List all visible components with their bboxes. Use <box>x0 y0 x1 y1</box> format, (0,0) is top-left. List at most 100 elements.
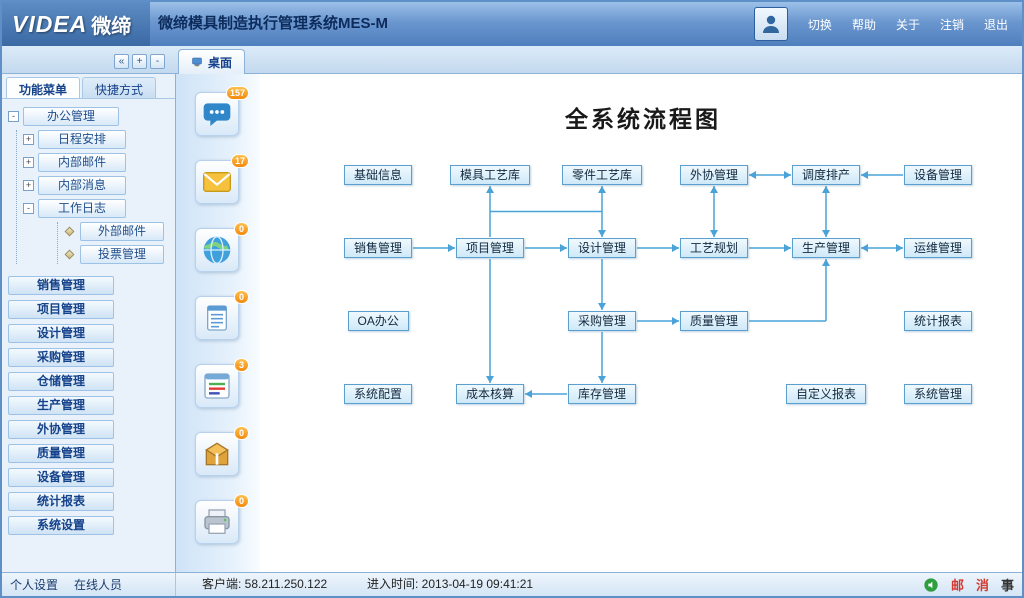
sidebar-section[interactable]: 设计管理 <box>8 324 114 343</box>
flow-node: 零件工艺库 <box>562 165 643 185</box>
flow-node: 销售管理 <box>344 238 413 258</box>
personal-settings-link[interactable]: 个人设置 <box>10 578 59 592</box>
user-avatar[interactable] <box>754 7 788 41</box>
flowchart-arrows <box>413 171 903 398</box>
sidebar-section[interactable]: 生产管理 <box>8 396 114 415</box>
dock-item[interactable]: 17 <box>195 154 249 206</box>
badge-count: 3 <box>234 358 249 372</box>
flow-node: 运维管理 <box>904 238 973 258</box>
tree-row: + 内部邮件 <box>23 153 175 172</box>
tree-expander-icon[interactable]: + <box>23 134 34 145</box>
globe-icon <box>195 228 239 272</box>
tree-row: 外部邮件 <box>64 222 175 241</box>
logo-videa-text: VIDEA <box>12 10 88 37</box>
diamond-bullet-icon <box>64 249 75 260</box>
status-flag[interactable]: 事 <box>1000 578 1014 593</box>
sidebar-section[interactable]: 统计报表 <box>8 492 114 511</box>
sidebar-section[interactable]: 销售管理 <box>8 276 114 295</box>
sidebar-section[interactable]: 项目管理 <box>8 300 114 319</box>
tree-row: 投票管理 <box>64 245 175 264</box>
flow-node: 质量管理 <box>680 311 749 331</box>
sidebar-section[interactable]: 仓储管理 <box>8 372 114 391</box>
tree-expander-icon[interactable]: - <box>8 111 19 122</box>
flow-node: 工艺规划 <box>680 238 749 258</box>
flow-node: 系统管理 <box>904 384 973 404</box>
online-users-link[interactable]: 在线人员 <box>74 578 123 592</box>
collapse-all-button[interactable]: - <box>150 54 165 69</box>
flow-node: OA办公 <box>347 311 409 331</box>
dock-item[interactable]: 0 <box>195 494 249 546</box>
header-link[interactable]: 切换 <box>807 17 832 32</box>
flow-node: 统计报表 <box>904 311 973 331</box>
flow-node: 库存管理 <box>568 384 637 404</box>
tab-desktop[interactable]: 桌面 <box>178 49 246 74</box>
header-bar: VIDEA 微缔 微缔模具制造执行管理系统MES-M 切换 帮助 关于 注销 退出 <box>2 2 1022 46</box>
flow-node: 系统配置 <box>344 384 413 404</box>
sidebar-item[interactable]: 投票管理 <box>80 245 164 264</box>
sidebar-item[interactable]: 外部邮件 <box>80 222 164 241</box>
flow-node: 基础信息 <box>344 165 413 185</box>
app-title: 微缔模具制造执行管理系统MES-M <box>158 15 388 32</box>
flowchart-nodes: 基础信息模具工艺库零件工艺库外协管理调度排产设备管理销售管理项目管理设计管理工艺… <box>260 74 1022 572</box>
status-right-panel: 邮消事 <box>923 573 1014 596</box>
desktop-tab-icon <box>192 57 202 67</box>
flow-node: 外协管理 <box>680 165 749 185</box>
badge-count: 0 <box>234 290 249 304</box>
tree-row: + 日程安排 <box>23 130 175 149</box>
dock-item[interactable]: 0 <box>195 290 249 342</box>
badge-count: 17 <box>230 154 249 168</box>
badge-count: 0 <box>234 222 249 236</box>
sidebar-section[interactable]: 外协管理 <box>8 420 114 439</box>
tree-expander-icon[interactable]: + <box>23 157 34 168</box>
tree-row-office: - 办公管理 <box>8 107 175 126</box>
status-left-panel: 个人设置 在线人员 <box>2 573 176 596</box>
sidebar-item[interactable]: 内部邮件 <box>38 153 126 172</box>
mail-icon <box>195 160 239 204</box>
tab-strip: « + - 桌面 <box>2 46 1022 74</box>
person-icon <box>763 15 779 33</box>
sidebar-item-office[interactable]: 办公管理 <box>23 107 119 126</box>
status-flag[interactable]: 邮 <box>950 578 964 593</box>
header-link[interactable]: 退出 <box>983 17 1008 32</box>
client-ip-text: 客户端: 58.211.250.122 <box>202 577 328 591</box>
sidebar-item[interactable]: 日程安排 <box>38 130 126 149</box>
checklist-icon <box>195 364 239 408</box>
sidebar-section[interactable]: 设备管理 <box>8 468 114 487</box>
expand-all-button[interactable]: + <box>132 54 147 69</box>
header-link[interactable]: 关于 <box>895 17 920 32</box>
sidebar-item[interactable]: 工作日志 <box>38 199 126 218</box>
sidebar-section[interactable]: 采购管理 <box>8 348 114 367</box>
flow-node: 调度排产 <box>792 165 861 185</box>
sidebar-item[interactable]: 内部消息 <box>38 176 126 195</box>
system-flowchart: 全系统流程图 基础信息模具工艺库零件工艺库外协管理调度排产设备管理销售管理项目管… <box>260 74 1022 572</box>
flow-node: 设备管理 <box>904 165 973 185</box>
header-link[interactable]: 注销 <box>939 17 964 32</box>
dock-item[interactable]: 3 <box>195 358 249 410</box>
badge-count: 157 <box>225 86 249 100</box>
dock-item[interactable]: 157 <box>195 86 249 138</box>
collapse-sidebar-button[interactable]: « <box>114 54 129 69</box>
header-link[interactable]: 帮助 <box>851 17 876 32</box>
tree-row: + 内部消息 <box>23 176 175 195</box>
status-flag[interactable]: 消 <box>975 578 989 593</box>
shortcut-dock: 157 17 0 0 3 0 0 <box>176 74 260 572</box>
flowchart-title: 全系统流程图 <box>565 107 721 132</box>
header-links: 切换 帮助 关于 注销 退出 <box>808 2 1008 46</box>
enter-time-text: 进入时间: 2013-04-19 09:41:21 <box>367 577 534 591</box>
tab-shortcuts[interactable]: 快捷方式 <box>82 77 157 98</box>
tab-function-menu[interactable]: 功能菜单 <box>6 77 81 98</box>
sidebar-section[interactable]: 质量管理 <box>8 444 114 463</box>
tree-expander-icon[interactable]: + <box>23 180 34 191</box>
flow-node: 成本核算 <box>456 384 525 404</box>
flow-node: 生产管理 <box>792 238 861 258</box>
dock-item[interactable]: 0 <box>195 222 249 274</box>
flow-node: 模具工艺库 <box>450 165 531 185</box>
sidebar: 功能菜单 快捷方式 - 办公管理 +日程安排+内部邮件+内部消息-工作日志外部邮… <box>2 74 176 572</box>
speaker-icon[interactable] <box>923 577 939 593</box>
tree-expander-icon[interactable]: - <box>23 203 34 214</box>
notepad-icon <box>195 296 239 340</box>
sidebar-section[interactable]: 系统设置 <box>8 516 114 535</box>
logo-weidi-text: 微缔 <box>91 15 132 38</box>
dock-item[interactable]: 0 <box>195 426 249 478</box>
